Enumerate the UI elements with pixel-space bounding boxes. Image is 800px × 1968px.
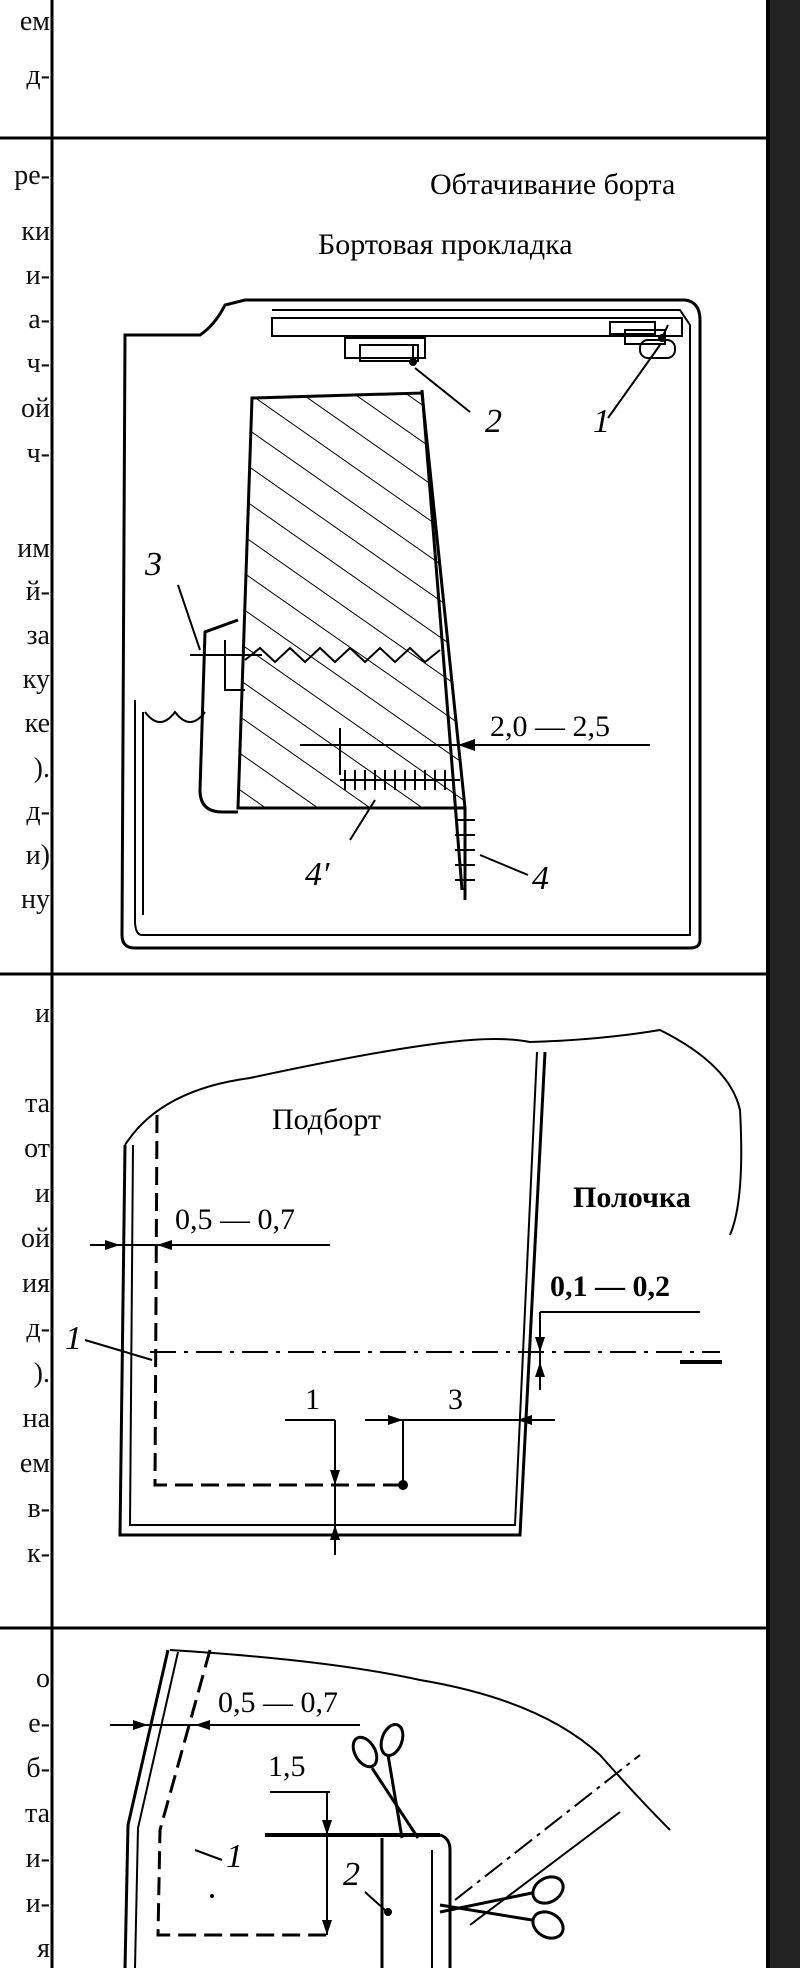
left-column-fragment: ). bbox=[33, 753, 50, 784]
figure-1-label-3: 3 bbox=[145, 546, 162, 583]
figure-1-dimension: 2,0 — 2,5 bbox=[490, 710, 610, 743]
left-column-fragment: ку bbox=[22, 664, 50, 695]
left-column-fragment: я bbox=[37, 1933, 50, 1964]
left-column-fragment: и bbox=[35, 1178, 50, 1209]
figure-3-label-2: 2 bbox=[343, 1856, 360, 1893]
left-column-fragment: ре- bbox=[14, 160, 50, 191]
left-column-fragment: ). bbox=[33, 1358, 50, 1389]
left-column-fragment: ки bbox=[21, 216, 50, 247]
left-column-fragment: от bbox=[24, 1133, 50, 1164]
left-column-fragment: ем bbox=[19, 6, 50, 37]
figure-1-label-2: 2 bbox=[485, 403, 502, 440]
left-column-fragment: е- bbox=[28, 1708, 50, 1739]
left-column-fragment: д- bbox=[26, 1313, 50, 1344]
figure-2-dim-a: 1 bbox=[305, 1383, 320, 1416]
figure-1-caption-1: Обтачивание борта bbox=[430, 168, 676, 201]
figure-3-dim-edge: 0,5 — 0,7 bbox=[218, 1686, 338, 1719]
figure-2-dim-gap: 0,1 — 0,2 bbox=[550, 1270, 670, 1303]
left-column-fragment: и- bbox=[25, 260, 50, 291]
figure-2-dim-b: 3 bbox=[448, 1383, 463, 1416]
left-column-fragment: ой bbox=[21, 1223, 50, 1254]
figure-3-dim-small: 1,5 bbox=[268, 1750, 306, 1783]
left-column-fragment: за bbox=[26, 620, 51, 651]
left-column-fragment: ем bbox=[19, 1448, 50, 1479]
left-column-fragment: та bbox=[24, 1798, 50, 1829]
left-column-fragment: ну bbox=[21, 884, 50, 915]
left-column-fragment: о bbox=[36, 1663, 50, 1694]
left-column-fragment: ия bbox=[22, 1268, 50, 1299]
left-column-fragment: а- bbox=[28, 304, 50, 335]
figure-2-label-facing: Подборт bbox=[272, 1103, 382, 1136]
left-column-fragment: та bbox=[24, 1088, 50, 1119]
figure-2-label-front: Полочка bbox=[573, 1181, 691, 1214]
figure-1-label-4-prime: 4′ bbox=[305, 856, 330, 893]
left-column-fragment: на bbox=[22, 1403, 50, 1434]
left-column-fragment: и- bbox=[25, 1843, 50, 1874]
left-column-fragment: ч- bbox=[26, 348, 50, 379]
left-column-fragment: в- bbox=[27, 1493, 50, 1524]
figure-2-label-1: 1 bbox=[65, 1320, 82, 1357]
left-column-fragment: ч- bbox=[26, 438, 50, 469]
figure-2-dim-edge: 0,5 — 0,7 bbox=[175, 1203, 295, 1236]
left-column-fragment: и) bbox=[25, 840, 50, 871]
figure-1-caption-2: Бортовая прокладка bbox=[318, 228, 573, 261]
left-column-fragment: к- bbox=[27, 1538, 50, 1569]
left-column-fragment: д- bbox=[26, 796, 50, 827]
figure-1-label-4: 4 bbox=[532, 860, 549, 897]
left-column-fragment: и bbox=[35, 998, 50, 1029]
left-column-fragment: и- bbox=[25, 1888, 50, 1919]
left-column-fragment: им bbox=[17, 533, 50, 564]
figure-1-label-1: 1 bbox=[593, 403, 610, 440]
left-column-fragment: й- bbox=[25, 576, 50, 607]
left-column-fragment: б- bbox=[26, 1753, 50, 1784]
figure-3-label-1: 1 bbox=[226, 1838, 243, 1875]
left-column-fragment: ой bbox=[21, 393, 50, 424]
left-column-fragment: д- bbox=[26, 60, 50, 91]
left-column-fragment: ке bbox=[24, 708, 50, 739]
